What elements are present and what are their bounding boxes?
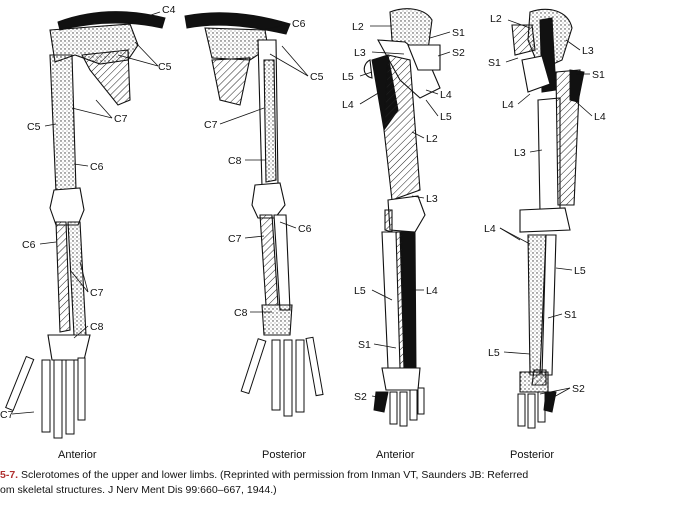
label-l2: L2 — [426, 133, 438, 145]
label-l5: L5 — [342, 71, 354, 83]
label-l3: L3 — [354, 47, 366, 59]
arm-anterior-fingers — [5, 355, 86, 439]
leader-lines — [11, 11, 593, 415]
arm-posterior — [184, 12, 324, 417]
label-l5: L5 — [574, 265, 586, 277]
label-c6: C6 — [292, 18, 306, 30]
leg-posterior — [511, 8, 585, 429]
label-s1: S1 — [452, 27, 465, 39]
label-c8: C8 — [234, 307, 248, 319]
label-l2: L2 — [352, 21, 364, 33]
figure-caption: 5-7. Sclerotomes of the upper and lower … — [0, 468, 690, 498]
label-s1: S1 — [564, 309, 577, 321]
label-c5: C5 — [310, 71, 324, 83]
arm-posterior-labels: C6 C5 C7 C8 C6 C7 C8 — [204, 18, 324, 319]
label-l4: L4 — [502, 99, 514, 111]
label-l5: L5 — [354, 285, 366, 297]
label-c4: C4 — [162, 4, 176, 16]
label-l4: L4 — [342, 99, 354, 111]
leg-anterior — [363, 8, 441, 427]
label-l4: L4 — [440, 89, 452, 101]
label-c5: C5 — [158, 61, 172, 73]
label-s1: S1 — [592, 69, 605, 81]
label-l3: L3 — [582, 45, 594, 57]
label-c5: C5 — [27, 121, 41, 133]
caption-line-2: om skeletal structures. J Nerv Ment Dis … — [0, 484, 277, 496]
label-c8: C8 — [90, 321, 104, 333]
label-c7: C7 — [90, 287, 104, 299]
label-c7: C7 — [114, 113, 128, 125]
leg-posterior-toes — [517, 391, 557, 429]
view-title-leg-posterior: Posterior — [510, 449, 554, 461]
arm-anterior — [5, 11, 166, 439]
leg-anterior-labels: L2 S1 L3 S2 L5 L4 L4 L5 L2 L3 L5 L4 S1 S… — [342, 21, 465, 403]
figure-number: 5-7. — [0, 469, 19, 481]
label-l3: L3 — [514, 147, 526, 159]
label-s1: S1 — [488, 57, 501, 69]
label-c7: C7 — [204, 119, 218, 131]
label-c8: C8 — [228, 155, 242, 167]
label-s1: S1 — [358, 339, 371, 351]
caption-text-1: Sclerotomes of the upper and lower limbs… — [21, 469, 529, 481]
arm-anterior-labels: C4 C5 C5 C7 C6 C6 C7 C8 C7 — [0, 4, 176, 421]
label-l4: L4 — [484, 223, 496, 235]
caption-line-1: 5-7. Sclerotomes of the upper and lower … — [0, 468, 690, 483]
label-c7: C7 — [0, 409, 14, 421]
label-l5: L5 — [440, 111, 452, 123]
view-title-leg-anterior: Anterior — [376, 449, 415, 461]
label-s2: S2 — [354, 391, 367, 403]
leg-anterior-toes — [373, 387, 425, 427]
label-s2: S2 — [572, 383, 585, 395]
label-s2: S2 — [452, 47, 465, 59]
label-c6: C6 — [298, 223, 312, 235]
view-title-arm-anterior: Anterior — [58, 449, 97, 461]
label-l5: L5 — [488, 347, 500, 359]
label-c7: C7 — [228, 233, 242, 245]
label-l3: L3 — [426, 193, 438, 205]
label-l4: L4 — [426, 285, 438, 297]
label-c6: C6 — [22, 239, 36, 251]
label-l4: L4 — [594, 111, 606, 123]
view-titles: Anterior Posterior Anterior Posterior — [58, 449, 554, 461]
view-title-arm-posterior: Posterior — [262, 449, 306, 461]
leg-posterior-labels: L2 L3 S1 S1 L4 L4 L3 L4 L5 S1 L5 S2 — [484, 13, 606, 395]
label-l2: L2 — [490, 13, 502, 25]
label-c6: C6 — [90, 161, 104, 173]
arm-posterior-fingers — [240, 336, 324, 417]
